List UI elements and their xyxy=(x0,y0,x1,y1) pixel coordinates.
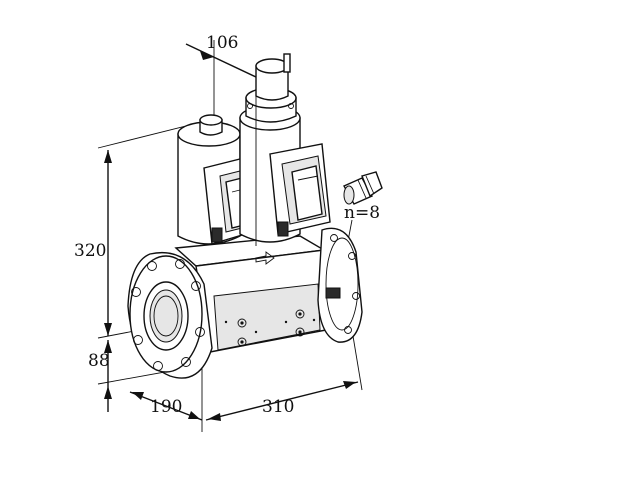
dim-base-height: 88 xyxy=(88,351,110,371)
dim-depth: 190 xyxy=(150,397,182,417)
cable-gland xyxy=(343,171,383,205)
solenoid-right xyxy=(239,53,331,246)
dim-bolt-count: n=8 xyxy=(344,203,380,223)
dim-length: 310 xyxy=(262,397,294,417)
outlet-flange xyxy=(317,227,363,343)
dim-top-width: 106 xyxy=(206,33,238,53)
inlet-flange xyxy=(127,252,213,379)
dim-height: 320 xyxy=(74,241,106,261)
